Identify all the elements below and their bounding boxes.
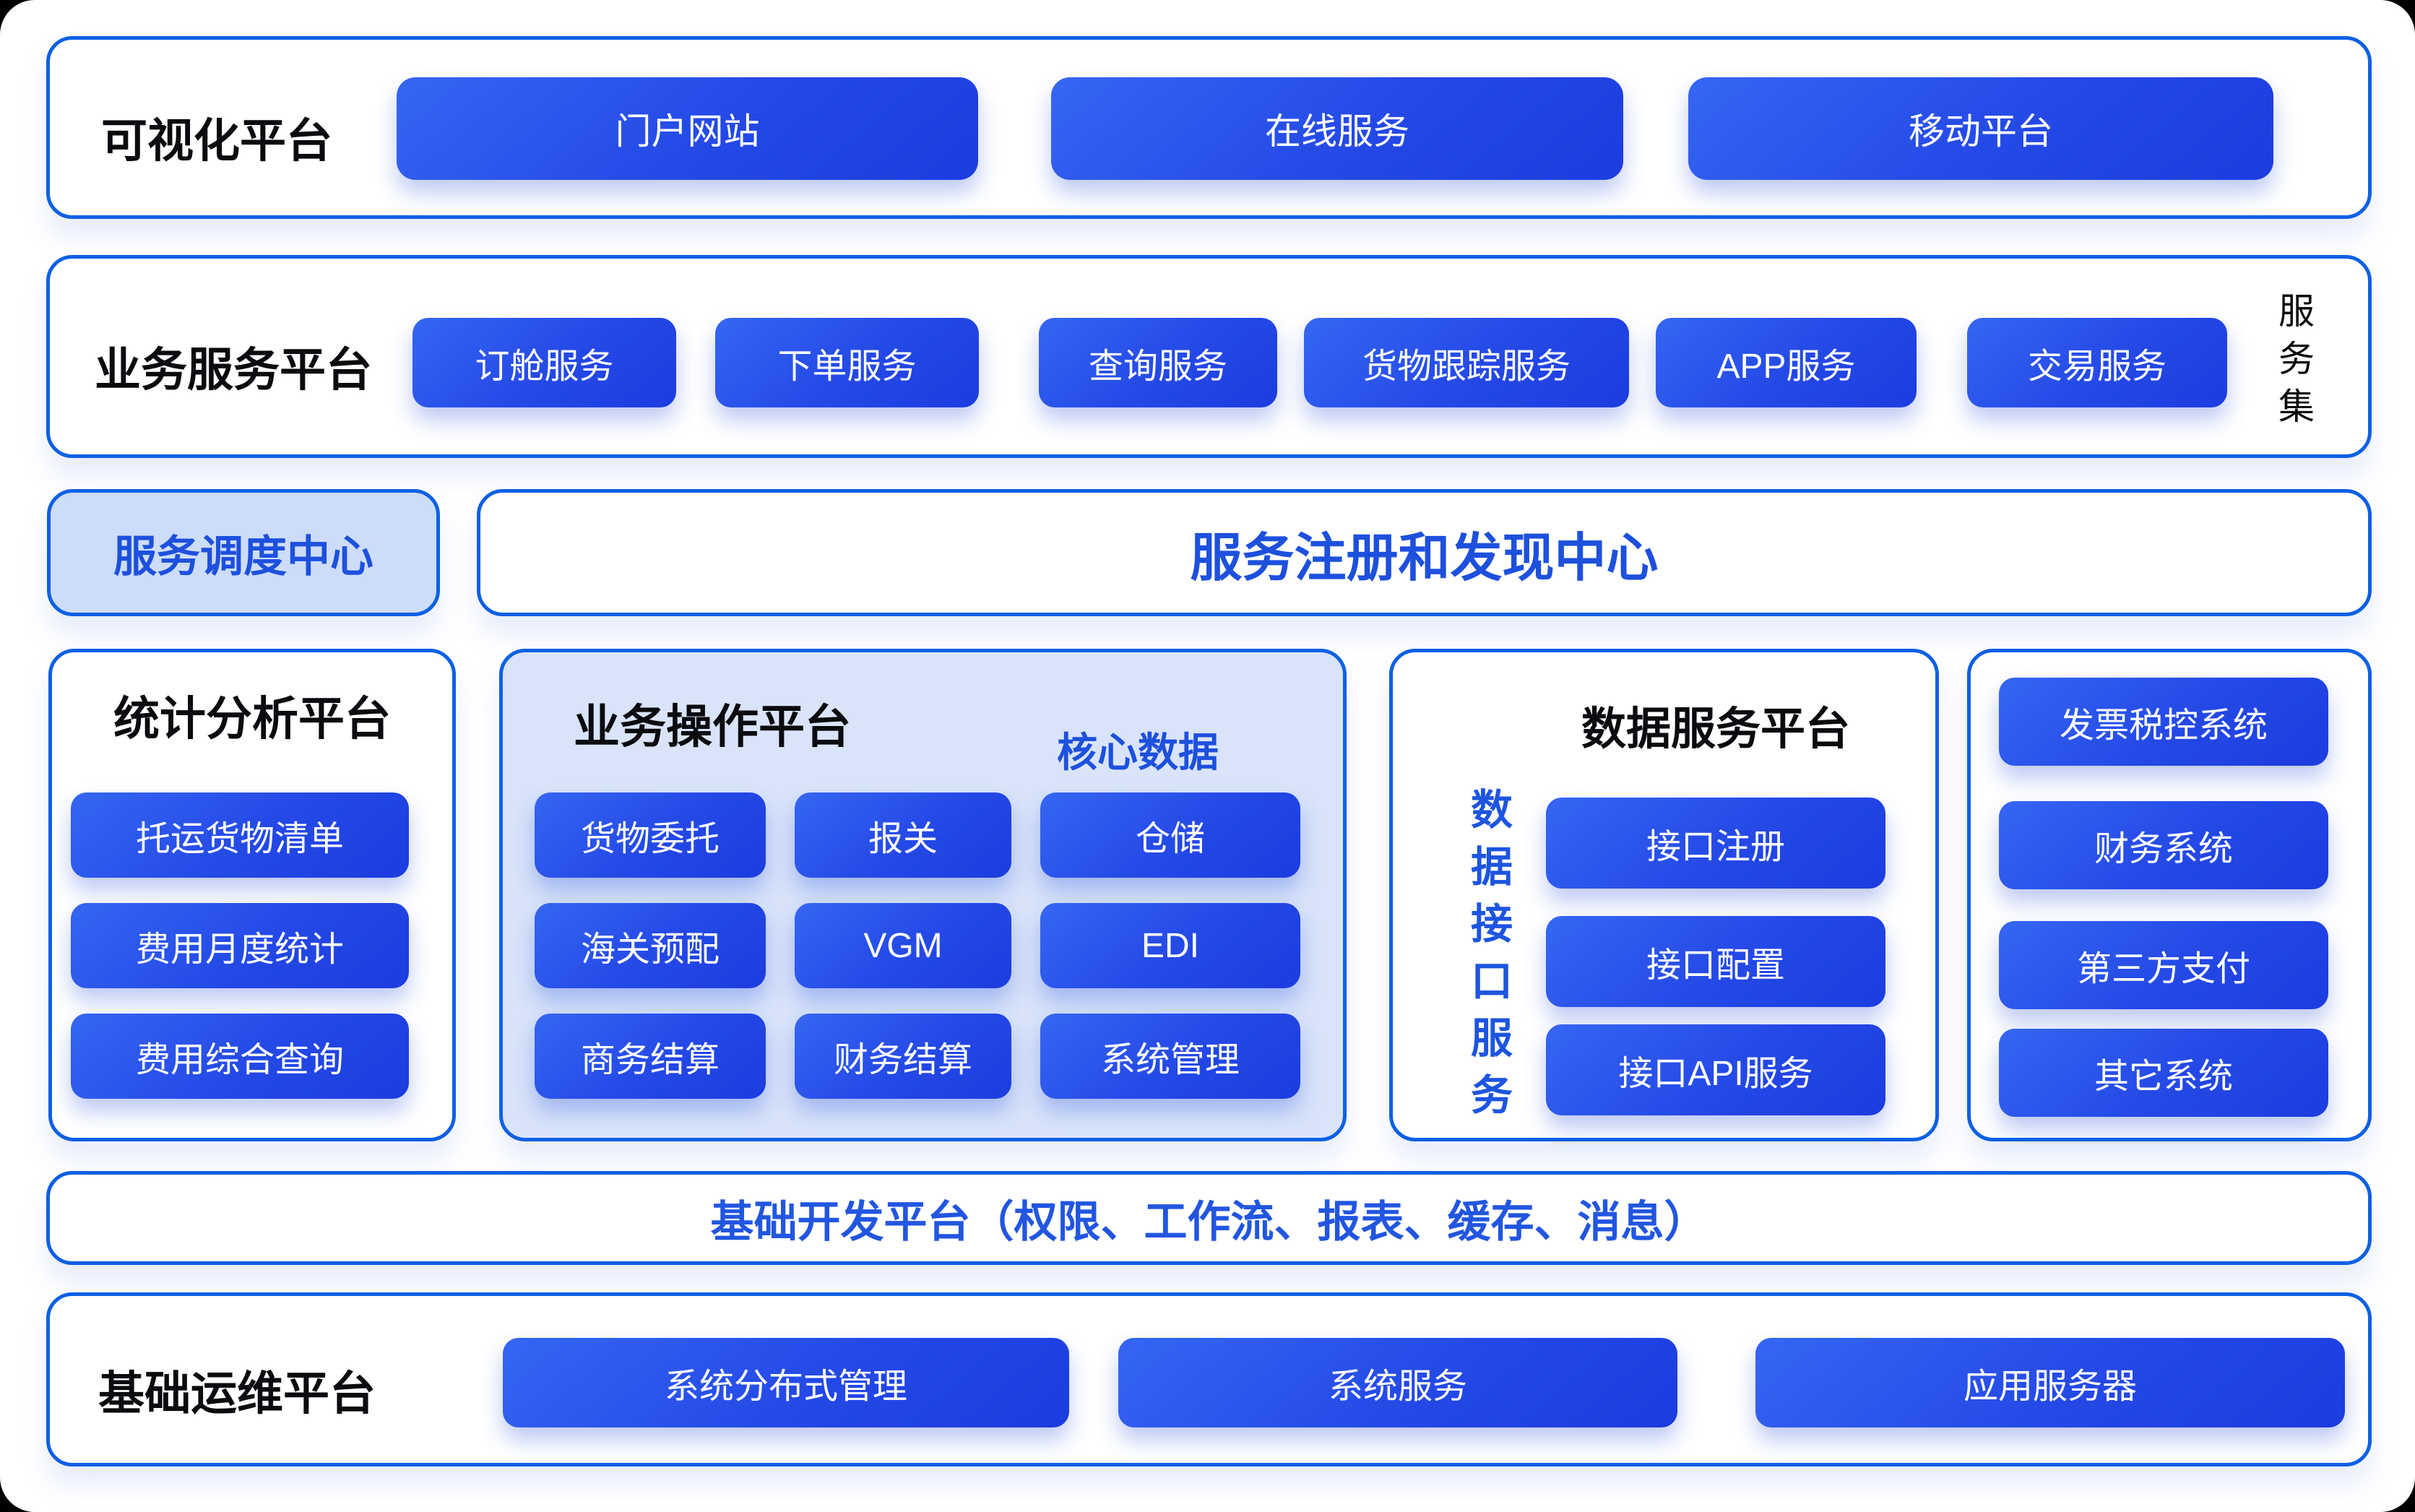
block-financial-settlement: 财务结算 [795, 1014, 1011, 1099]
block-interface-registration: 接口注册 [1546, 798, 1885, 889]
block-cargo-consignment: 货物委托 [535, 792, 766, 878]
block-distributed-system-management: 系统分布式管理 [503, 1338, 1069, 1427]
block-interface-configuration: 接口配置 [1546, 916, 1885, 1007]
business-service-platform-label: 业务服务平台 [95, 344, 372, 396]
block-consigned-cargo-list: 托运货物清单 [71, 792, 409, 878]
stats-platform-label: 统计分析平台 [113, 693, 391, 745]
service-registry-center-box: 服务注册和发现中心 [477, 489, 2372, 616]
data-service-platform-label: 数据服务平台 [1581, 704, 1850, 754]
block-warehousing: 仓储 [1040, 792, 1300, 878]
ops-platform-label: 基础运维平台 [98, 1368, 376, 1420]
block-interface-api-service: 接口API服务 [1546, 1024, 1885, 1115]
operation-platform-label: 业务操作平台 [574, 701, 851, 753]
dev-platform-label: 基础开发平台（权限、工作流、报表、缓存、消息） [710, 1197, 1708, 1246]
block-cargo-tracking-service: 货物跟踪服务 [1304, 318, 1629, 407]
section-dev-platform: 基础开发平台（权限、工作流、报表、缓存、消息） [46, 1171, 2372, 1265]
block-customs-declaration: 报关 [795, 792, 1011, 878]
core-data-label: 核心数据 [1057, 730, 1219, 775]
block-business-settlement: 商务结算 [535, 1014, 766, 1099]
block-portal-website: 门户网站 [397, 77, 978, 180]
data-interface-service-vertical-label: 数据接口服务 [1470, 787, 1513, 1119]
block-app-service: APP服务 [1656, 318, 1917, 407]
service-dispatch-center-label: 服务调度中心 [113, 532, 373, 581]
block-other-systems: 其它系统 [1999, 1029, 2328, 1117]
block-invoice-tax-system: 发票税控系统 [1999, 678, 2328, 766]
block-finance-system: 财务系统 [1999, 801, 2328, 889]
block-trade-service: 交易服务 [1967, 318, 2227, 407]
block-fee-comprehensive-query: 费用综合查询 [71, 1014, 409, 1099]
block-mobile-platform: 移动平台 [1688, 77, 2273, 180]
block-edi: EDI [1040, 903, 1300, 988]
block-monthly-fee-stats: 费用月度统计 [71, 903, 409, 988]
service-dispatch-center-box: 服务调度中心 [47, 489, 440, 616]
block-third-party-payment: 第三方支付 [1999, 921, 2328, 1009]
block-online-service: 在线服务 [1051, 77, 1623, 180]
visualization-platform-label: 可视化平台 [101, 115, 332, 167]
service-set-vertical-label: 服务集 [2278, 291, 2315, 427]
block-vgm: VGM [795, 903, 1011, 988]
block-application-server: 应用服务器 [1755, 1338, 2345, 1427]
block-system-service: 系统服务 [1118, 1338, 1677, 1427]
block-customs-preallocation: 海关预配 [535, 903, 766, 988]
service-registry-center-label: 服务注册和发现中心 [1190, 529, 1659, 587]
block-query-service: 查询服务 [1039, 318, 1277, 407]
block-order-service: 下单服务 [715, 318, 979, 407]
block-system-management: 系统管理 [1040, 1014, 1300, 1099]
block-booking-service: 订舱服务 [412, 318, 676, 407]
